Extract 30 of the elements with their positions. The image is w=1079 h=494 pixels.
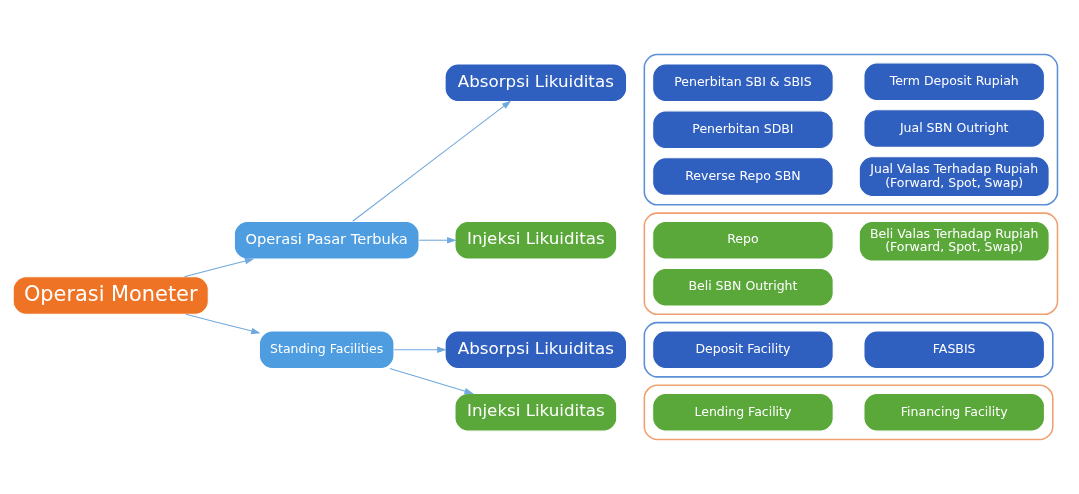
- node-box: Operasi Moneter: [12, 276, 209, 315]
- node-box: Jual SBN Outright: [863, 109, 1045, 148]
- arrow: [183, 257, 255, 278]
- arrow: [352, 100, 512, 222]
- node-box: Financing Facility: [863, 393, 1045, 432]
- node-box: FASBIS: [863, 330, 1045, 370]
- cluster: [643, 212, 1059, 316]
- node-box: Absorpsi Likuiditas: [444, 63, 628, 102]
- node-box: Standing Facilities: [258, 330, 395, 370]
- cluster: [643, 384, 1054, 441]
- cluster: [643, 321, 1054, 378]
- arrow: [185, 313, 261, 335]
- node-box: Absorpsi Likuiditas: [444, 330, 628, 370]
- arrow: [389, 368, 474, 395]
- node-box: Penerbitan SDBI: [652, 110, 834, 149]
- cluster: [643, 53, 1059, 206]
- node-box: Injeksi Likuiditas: [454, 220, 618, 260]
- arrow: [393, 346, 447, 354]
- node-box: Term Deposit Rupiah: [863, 62, 1045, 101]
- node-box: Injeksi Likuiditas: [454, 393, 618, 432]
- node-box: Penerbitan SBI & SBIS: [652, 63, 834, 102]
- node-box: Deposit Facility: [652, 330, 834, 370]
- node-box: Jual Valas Terhadap Rupiah (Forward, Spot, Swap): [858, 156, 1050, 197]
- node-box: Operasi Pasar Terbuka: [233, 220, 420, 260]
- node-box: Lending Facility: [652, 393, 834, 432]
- node-box: Repo: [652, 220, 834, 260]
- node-box: Reverse Repo SBN: [652, 157, 834, 196]
- arrow: [418, 236, 457, 244]
- node-box: Beli Valas Terhadap Rupiah (Forward, Spot, Swap): [858, 220, 1050, 262]
- node-box: Beli SBN Outright: [652, 267, 834, 307]
